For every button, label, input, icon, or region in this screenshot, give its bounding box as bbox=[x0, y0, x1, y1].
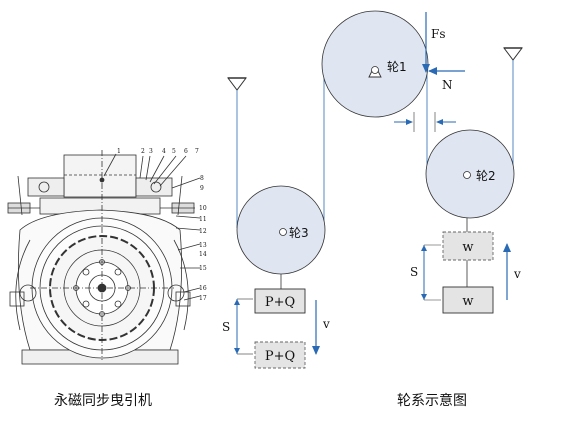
callout-15: 15 bbox=[199, 265, 207, 272]
callout-14: 14 bbox=[199, 251, 207, 258]
weight-box-top bbox=[442, 231, 494, 261]
callout-7: 7 bbox=[195, 148, 199, 155]
machine-callout-numbers: 1 2 3 4 5 6 7 8 9 10 11 12 13 14 15 16 1… bbox=[117, 148, 207, 302]
callout-4: 4 bbox=[162, 148, 166, 155]
wheel-1-label: 轮1 bbox=[387, 60, 407, 74]
traction-machine-drawing bbox=[7, 150, 201, 365]
callout-1: 1 bbox=[117, 148, 121, 155]
callout-12: 12 bbox=[199, 228, 207, 235]
wheel-3-label: 轮3 bbox=[289, 226, 309, 240]
callout-6: 6 bbox=[184, 148, 188, 155]
callout-17: 17 bbox=[199, 295, 207, 302]
load-bottom-label: P+Q bbox=[265, 349, 295, 364]
load-top-label: P+Q bbox=[265, 295, 295, 310]
wheel-1 bbox=[321, 10, 429, 118]
left-anchor-icon bbox=[227, 77, 247, 91]
callout-16: 16 bbox=[199, 285, 207, 292]
callout-9: 9 bbox=[200, 185, 204, 192]
callout-2: 2 bbox=[141, 148, 145, 155]
v-right-label: v bbox=[513, 267, 521, 281]
callout-10: 10 bbox=[199, 205, 207, 212]
caption-wheel-system: 轮系示意图 bbox=[397, 393, 467, 409]
load-box-bottom bbox=[254, 341, 306, 369]
wheel-2-label: 轮2 bbox=[476, 169, 496, 183]
s-right-label: S bbox=[410, 265, 418, 279]
right-anchor-icon bbox=[503, 47, 523, 61]
callout-11: 11 bbox=[199, 216, 207, 223]
load-box-top bbox=[254, 288, 306, 314]
caption-traction-machine: 永磁同步曳引机 bbox=[54, 393, 152, 409]
weight-bottom-label: w bbox=[462, 294, 473, 309]
right-brake bbox=[135, 177, 173, 197]
ropes bbox=[236, 60, 514, 228]
callout-5: 5 bbox=[172, 148, 176, 155]
motor-top-housing bbox=[63, 154, 137, 198]
weight-box-bottom bbox=[442, 286, 494, 314]
v-left-label: v bbox=[322, 317, 330, 331]
s-left-label: S bbox=[222, 320, 230, 334]
callout-3: 3 bbox=[149, 148, 153, 155]
left-brake bbox=[27, 177, 65, 197]
force-fs-label: Fs bbox=[431, 27, 445, 41]
weight-top-label: w bbox=[462, 240, 473, 255]
callout-13: 13 bbox=[199, 242, 207, 249]
wheel-system-diagram: 轮1 轮2 轮3 Fs N P+Q P+Q bbox=[222, 10, 523, 369]
force-n-label: N bbox=[442, 78, 453, 92]
callout-8: 8 bbox=[200, 175, 204, 182]
